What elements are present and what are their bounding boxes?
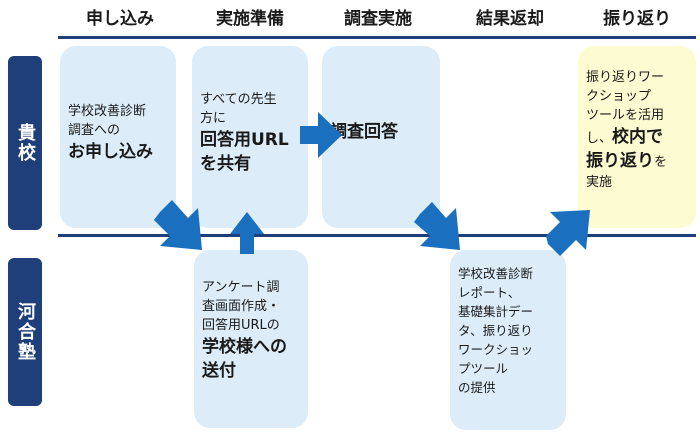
card-share: すべての先生 方に 回答用URL を共有 — [192, 46, 308, 228]
card-apply-bold: お申し込み — [68, 142, 153, 162]
lane-divider — [58, 234, 696, 237]
card-result-line: 基礎集計デー — [458, 304, 534, 319]
card-reflect: 振り返りワー クショップ ツールを活用 し、校内で 振り返りを 実施 — [578, 46, 696, 228]
card-result: 学校改善診断 レポート、 基礎集計デー タ、振り返り ワークショッ プツール の… — [450, 250, 566, 430]
card-apply: 学校改善診断 調査への お申し込み — [60, 46, 176, 228]
card-share-line: 方に — [200, 111, 227, 126]
phase-reflect: 振り返り — [603, 9, 671, 29]
card-reflect-line: クショップ — [586, 89, 652, 104]
card-reflect-line: 実施 — [586, 175, 613, 190]
phase-prepare: 実施準備 — [216, 9, 284, 29]
phase-survey: 調査実施 — [344, 9, 412, 29]
card-reflect-line: ツールを活用 — [586, 108, 665, 123]
header-divider — [58, 36, 696, 39]
card-answer: 調査回答 — [322, 46, 440, 228]
card-reflect-text: し、 — [586, 131, 613, 146]
card-prepare-line: 査画面作成・ — [202, 299, 281, 314]
row-label-school: 貴校 — [8, 56, 42, 230]
row-label-kawai: 河合塾 — [8, 258, 42, 406]
card-apply-line: 学校改善診断 — [68, 104, 147, 119]
phase-result: 結果返却 — [476, 9, 544, 29]
card-result-line: タ、振り返り — [458, 323, 533, 338]
card-prepare-line: 回答用URLの — [202, 318, 280, 333]
card-reflect-line: 振り返りワー — [586, 70, 665, 85]
phase-apply: 申し込み — [86, 9, 154, 29]
card-answer-bold: 調査回答 — [330, 122, 398, 142]
card-prepare-bold: 送付 — [202, 361, 236, 381]
card-prepare: アンケート調 査画面作成・ 回答用URLの 学校様への 送付 — [194, 250, 308, 428]
card-share-line: すべての先生 — [200, 92, 277, 107]
card-apply-line: 調査への — [68, 123, 121, 138]
card-result-line: ワークショッ — [458, 342, 534, 357]
card-reflect-bold: 校内で — [612, 127, 664, 147]
card-share-bold: 回答用URL — [200, 130, 289, 150]
card-result-line: の提供 — [458, 380, 496, 395]
card-result-line: プツール — [458, 361, 509, 376]
card-prepare-line: アンケート調 — [202, 280, 280, 295]
card-reflect-text: を — [654, 155, 668, 170]
card-reflect-bold: 振り返り — [586, 151, 654, 171]
card-share-bold: を共有 — [200, 154, 251, 174]
card-result-line: レポート、 — [458, 285, 521, 300]
card-prepare-bold: 学校様への — [202, 337, 287, 357]
card-result-line: 学校改善診断 — [458, 266, 534, 281]
